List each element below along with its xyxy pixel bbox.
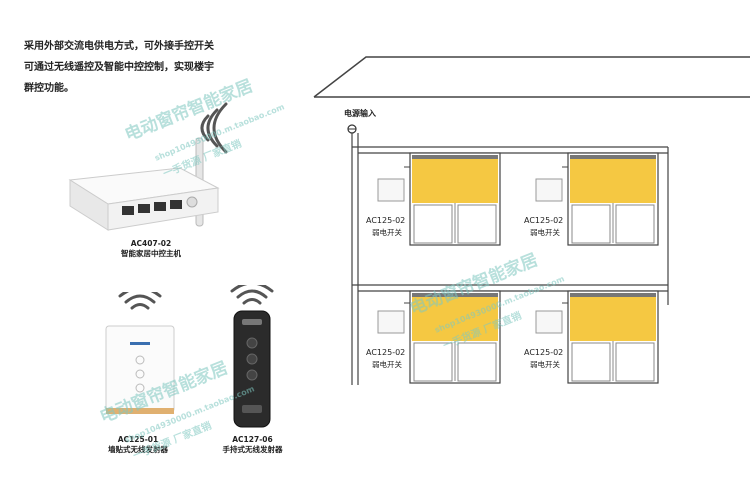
wiring-schematic: 电源输入 AC125-02 弱电开关 AC125-02 弱电开关 bbox=[313, 56, 750, 385]
unit-3-model: AC125-02 bbox=[366, 348, 405, 357]
blind-unit-4: AC125-02 弱电开关 bbox=[524, 290, 659, 384]
unit-3-name: 弱电开关 bbox=[372, 359, 402, 369]
wall-panel-name: 墙贴式无线发射器 bbox=[108, 445, 168, 454]
wifi-icon-handheld bbox=[230, 285, 274, 305]
building-roof bbox=[313, 56, 750, 98]
blind-unit-1: AC125-02 弱电开关 bbox=[366, 152, 501, 246]
handheld-remote-illustration bbox=[230, 285, 274, 428]
router-label: AC407-02 智能家居中控主机 bbox=[96, 239, 206, 259]
intro-text: 采用外部交流电供电方式，可外接手控开关 可通过无线遥控及智能中控控制，实现楼宇 … bbox=[24, 36, 244, 99]
power-input-label: 电源输入 bbox=[344, 108, 376, 118]
unit-1-model: AC125-02 bbox=[366, 216, 405, 225]
handheld-name: 手持式无线发射器 bbox=[222, 445, 283, 454]
router-name: 智能家居中控主机 bbox=[121, 249, 181, 258]
blind-fabric bbox=[412, 295, 498, 341]
wall-panel-model: AC125-01 bbox=[117, 435, 159, 444]
wifi-icon-wall-panel bbox=[118, 292, 162, 310]
wall-panel-illustration bbox=[105, 292, 175, 414]
blind-fabric bbox=[570, 157, 656, 203]
router-illustration bbox=[68, 102, 228, 231]
handheld-model: AC127-06 bbox=[232, 435, 273, 444]
unit-2-model: AC125-02 bbox=[524, 216, 563, 225]
blind-unit-2: AC125-02 弱电开关 bbox=[524, 152, 659, 246]
intro-line-1: 采用外部交流电供电方式，可外接手控开关 bbox=[24, 41, 214, 52]
blind-fabric bbox=[570, 295, 656, 341]
unit-1-name: 弱电开关 bbox=[372, 227, 402, 237]
wall-panel-label: AC125-01 墙贴式无线发射器 bbox=[88, 435, 188, 455]
unit-4-model: AC125-02 bbox=[524, 348, 563, 357]
unit-4-name: 弱电开关 bbox=[530, 359, 560, 369]
router-model: AC407-02 bbox=[130, 239, 172, 248]
unit-2-name: 弱电开关 bbox=[530, 227, 560, 237]
handheld-label: AC127-06 手持式无线发射器 bbox=[205, 435, 300, 455]
blind-unit-3: AC125-02 弱电开关 bbox=[366, 290, 501, 384]
intro-line-3: 群控功能。 bbox=[24, 83, 74, 94]
blind-fabric bbox=[412, 157, 498, 203]
wifi-icon-router bbox=[200, 102, 228, 154]
intro-line-2: 可通过无线遥控及智能中控控制，实现楼宇 bbox=[24, 62, 214, 73]
